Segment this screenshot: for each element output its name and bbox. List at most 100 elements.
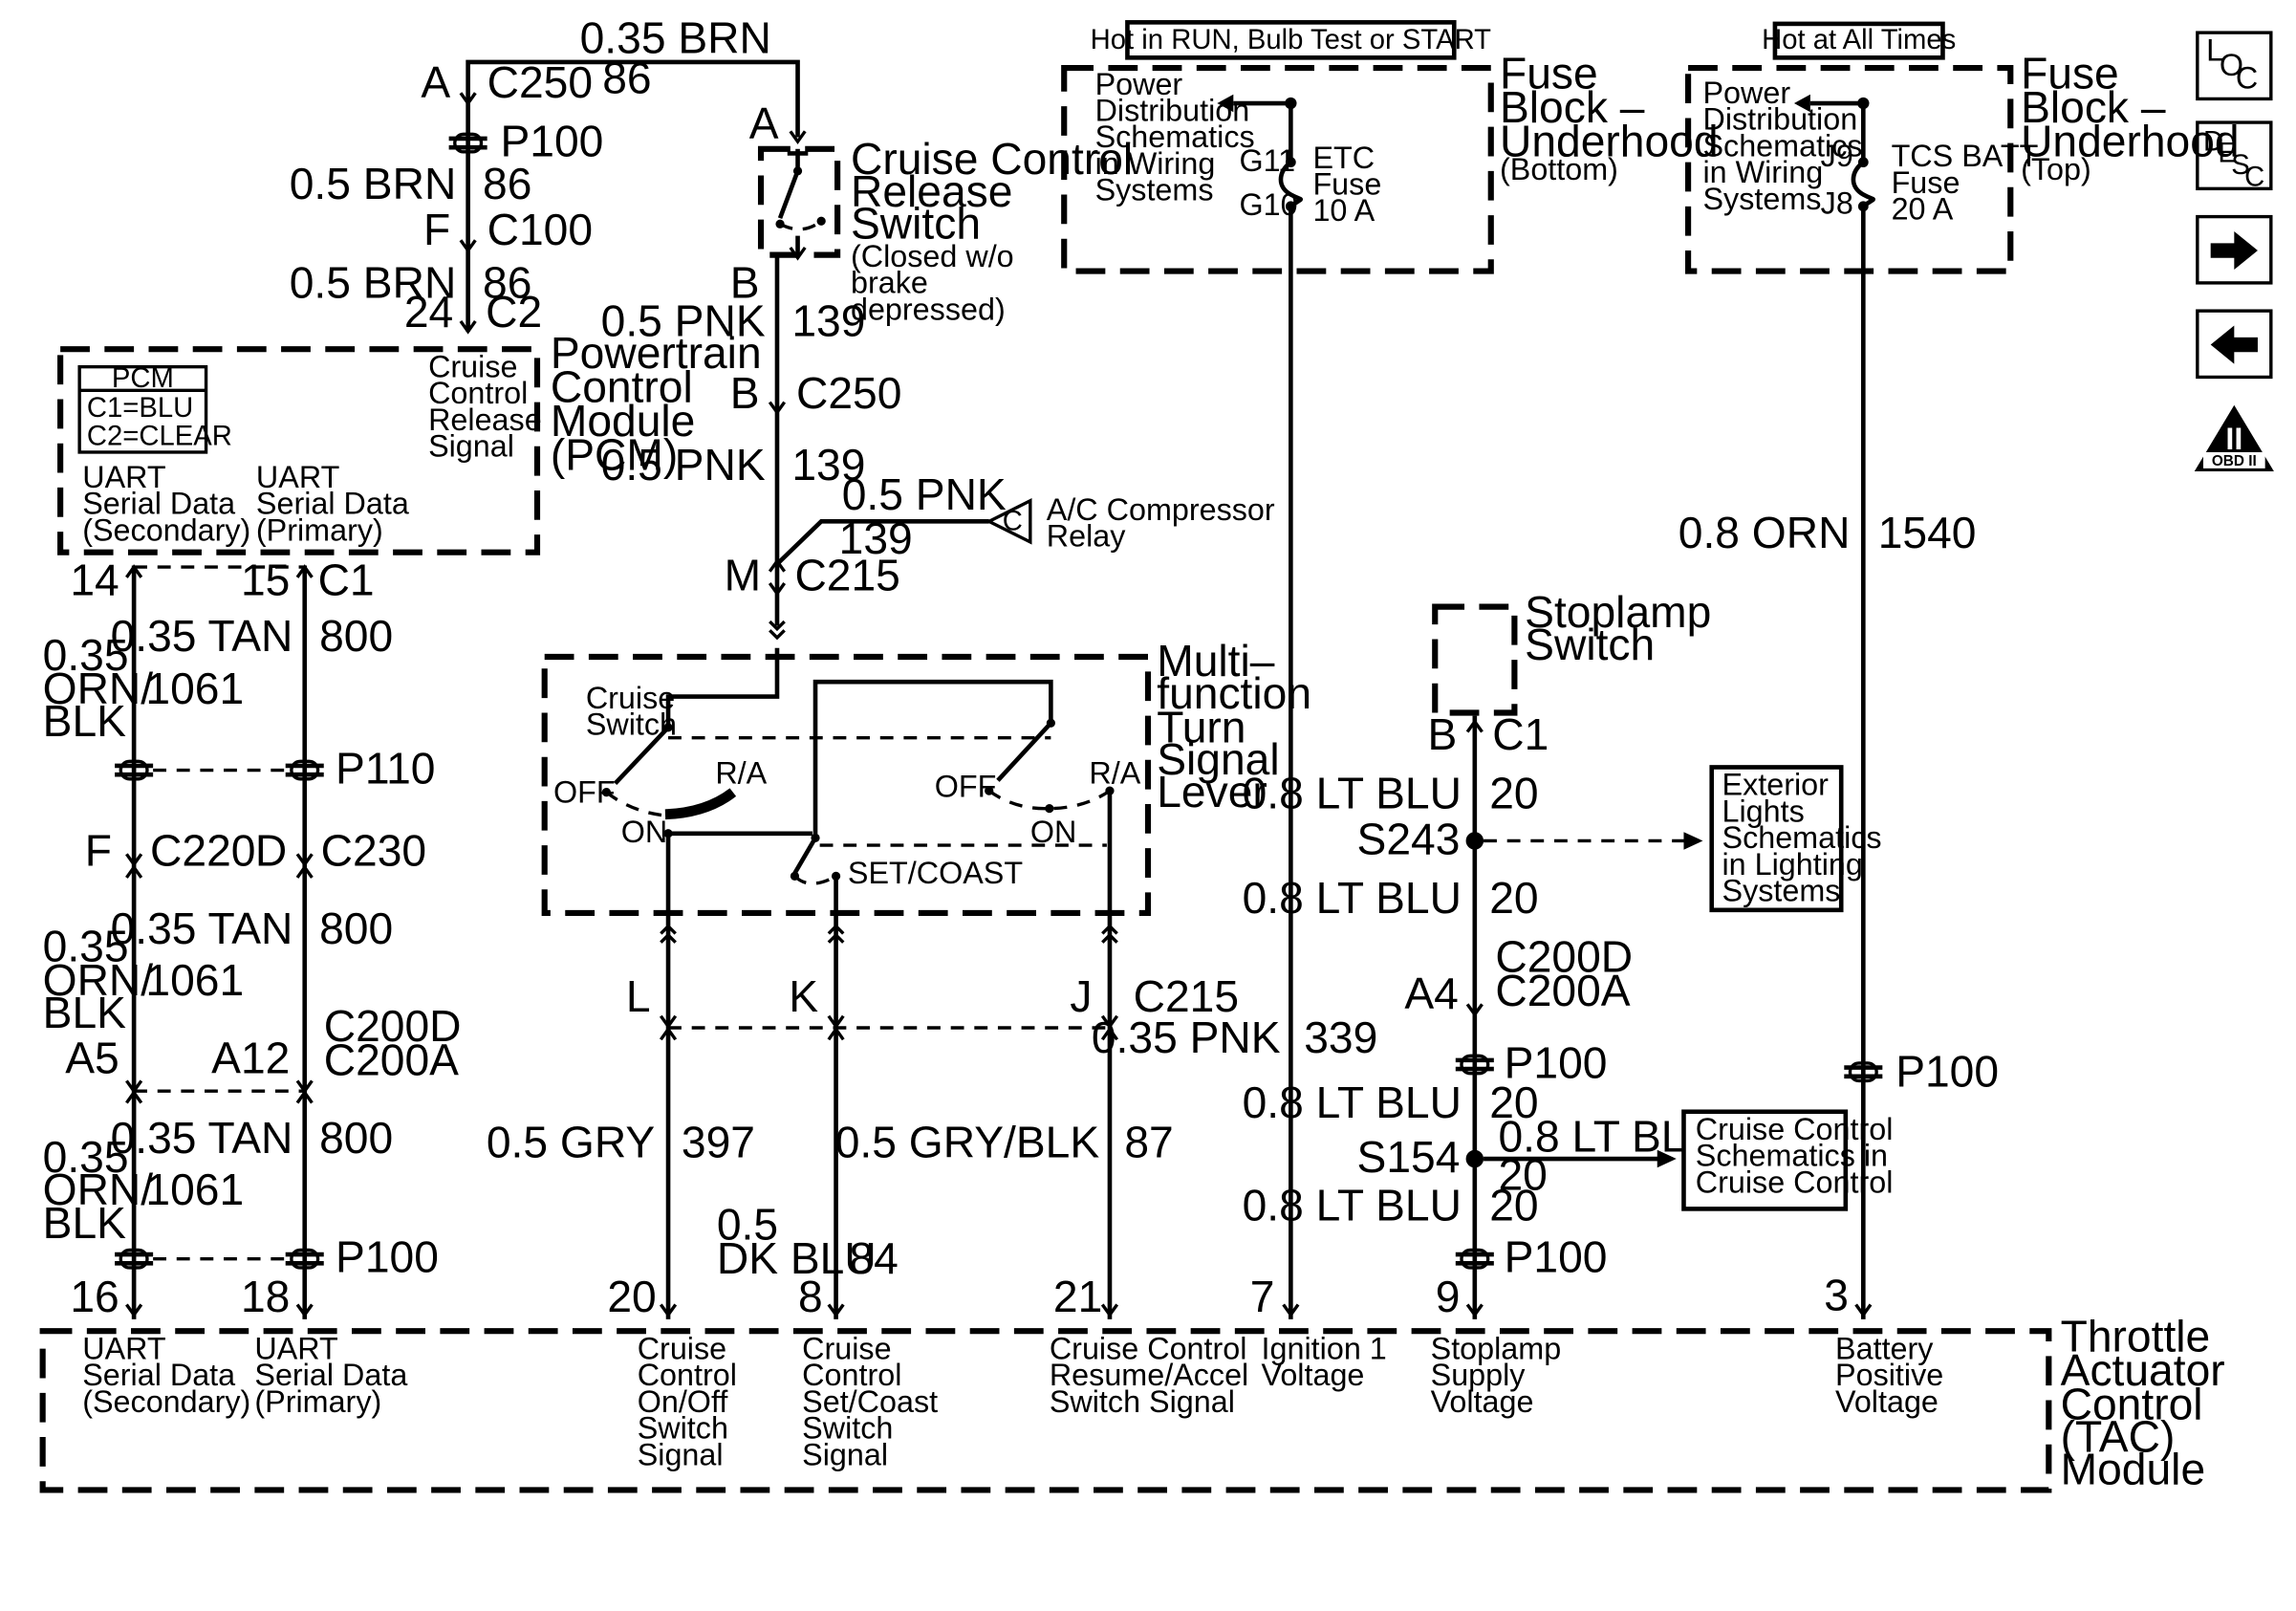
tac-pin-desc: Set/Coast [802,1384,938,1419]
conn-c2: C2 [486,287,542,337]
pin-l: L [626,971,651,1021]
orn-wire-label: 0.35 [43,922,129,971]
pcm-pin-14: 14 [70,555,119,604]
conn-c1: C1 [1492,709,1549,759]
desc-d: D [2203,126,2223,157]
release-switch-note: (Closed w/o [851,239,1014,273]
arrow-icon [1793,94,1810,113]
tac-name: (TAC) [2061,1411,2176,1461]
pin-j: J [1070,971,1092,1021]
tac-pin-desc: Voltage [1262,1358,1365,1392]
tcs-fuse-rating: 20 A [1892,192,1954,227]
release-signal-text: Release [428,403,542,437]
release-switch-name: Release [851,166,1012,216]
right-arrow-icon [2210,231,2258,271]
power-dist-text: in Wiring [1095,146,1216,181]
tac-pin-18: 18 [241,1272,290,1321]
tcs-fuse-text: TCS BATT [1892,139,2039,173]
tac-name: Control [2061,1380,2203,1429]
orn-circuit: 1061 [145,1165,244,1214]
p100-top: P100 [501,116,604,165]
tac-pin-16: 16 [70,1272,119,1321]
pcm-name: Control [551,362,693,412]
desc-c: C [2244,162,2264,192]
splice-s243: S243 [1357,814,1461,863]
tac-module: Throttle Actuator Control (TAC) Module U… [39,1312,2225,1493]
uart-sec-text: UART [82,460,165,494]
tac-name: Throttle [2061,1312,2211,1361]
tac-pin-desc: Serial Data [82,1358,235,1392]
tan-wire-label: 0.35 TAN [111,903,293,953]
set-coast-label: SET/COAST [848,856,1023,890]
tan-circuit: 800 [319,1113,393,1163]
tac-pin-9: 9 [1436,1272,1461,1321]
conn-c1: C1 [318,555,375,604]
conn-c200a: C200A [324,1034,459,1084]
pin-b: B [730,257,760,307]
tac-pin-desc: Cruise [802,1331,891,1365]
orn-circuit: 1061 [145,664,244,713]
loc-button[interactable]: L O C [2196,31,2273,101]
stoplamp-switch-name: Switch [1525,620,1655,669]
brn-circuit: 86 [483,159,531,208]
tac-pin-desc: On/Off [638,1384,729,1419]
cruise-control-ref: Schematics in [1696,1139,1888,1173]
arrow-icon [1217,94,1234,113]
tac-pin-3: 3 [1824,1271,1849,1320]
arrow-icon [1657,1149,1677,1168]
lt-blu-wire-label: 0.8 LT BLU [1498,1111,1717,1161]
pin-f: F [423,205,450,254]
exterior-lights-ref: Systems [1722,874,1841,908]
obd-ii-button[interactable]: II OBD II [2194,404,2274,471]
tac-pin-desc: Voltage [1431,1384,1534,1419]
conn-c200d: C200D [324,1001,462,1051]
lt-blu-circuit: 20 [1489,769,1538,818]
exterior-lights-ref: in Lighting [1722,847,1863,882]
tac-pin-desc: Signal [638,1437,724,1471]
off-label: OFF [553,774,616,809]
etc-fuse-rating: 10 A [1312,193,1375,228]
pin-j9: J9 [1821,139,1853,173]
mf-lever-name: Multi– [1157,636,1275,686]
power-dist-text: Systems [1702,182,1821,216]
previous-page-button[interactable] [2196,309,2273,380]
tac-pin-desc: Control [802,1358,901,1392]
etc-fuse-text: Fuse [1312,167,1381,202]
loc-c: C [2236,61,2258,96]
pnk-139-circuit: 0.5 PNK 139 B C250 0.5 PNK 139 C A/C Com… [601,252,1275,640]
release-signal-text: Control [428,376,528,410]
pnk-circuit: 139 [839,513,913,563]
tac-pin-desc: Cruise [638,1331,726,1365]
tac-pin-desc: UART [82,1331,165,1365]
battery-circuit: 1540 [1878,508,1977,557]
power-dist-text: in Wiring [1702,155,1823,189]
dk-blu-circuit: 84 [849,1233,898,1283]
pin-b: B [730,368,760,418]
hot-at-all-times-label: Hot at All Times [1762,25,1956,55]
desc-e: E [2218,139,2237,169]
orn-wire-label: ORN/ [43,955,154,1005]
tac-pin-desc: Positive [1835,1358,1943,1392]
conn-c250: C250 [487,57,593,107]
fuse-block-underhood-top: Hot at All Times Power Distribution Sche… [1685,21,2240,274]
ra-label: R/A [715,755,767,790]
pin-g11: G11 [1239,143,1295,178]
p100-battery: P100 [1895,1047,1999,1097]
desc-button[interactable]: D E S C [2196,120,2273,192]
battery-wire-label: 0.8 ORN [1679,508,1851,557]
left-arrow-icon [2210,325,2258,364]
next-page-button[interactable] [2196,214,2273,285]
arrow-icon [1683,832,1703,850]
obd-numeral: II [2225,422,2242,456]
release-signal-text: Signal [428,429,514,464]
fuse-icon [1278,160,1304,208]
uart-sec-text: Serial Data [82,487,235,521]
ac-relay-connector-icon [985,498,1032,545]
tac-pin-desc: (Primary) [254,1384,381,1419]
dk-blu-wire-label: 0.5 [717,1200,778,1250]
orn-wire-label: BLK [43,1198,126,1248]
pin-m: M [725,551,761,600]
uart-sec-text: (Secondary) [82,512,250,547]
p100: P100 [1505,1232,1608,1282]
